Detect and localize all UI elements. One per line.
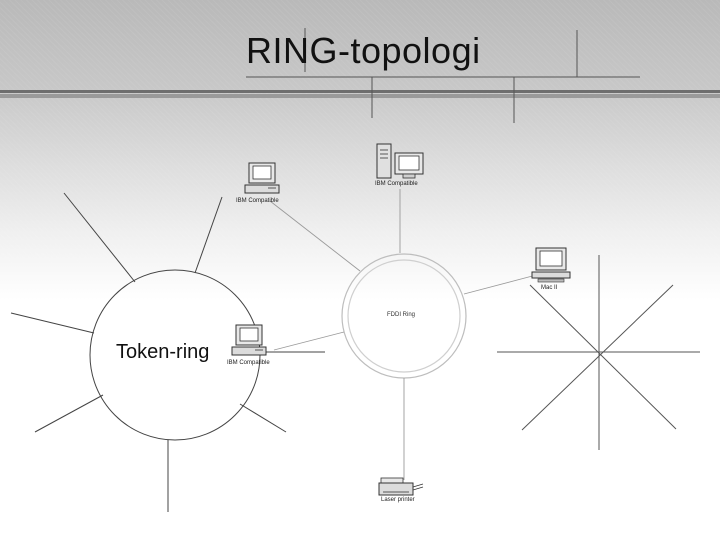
title-divider-dark: [0, 90, 720, 93]
title-divider-light: [0, 94, 720, 98]
slide-title: RING-topologi: [246, 30, 481, 71]
token-spoke: [194, 196, 223, 274]
device-label-pc-token: IBM Compatible: [227, 360, 270, 366]
token-ring-network: [10, 192, 325, 512]
device-label-mac: Mac II: [541, 285, 558, 291]
computer-icon: [231, 324, 267, 356]
printer-icon: [378, 477, 424, 496]
fddi-link-pc-left: [269, 200, 361, 272]
fddi-link-pc-token: [273, 331, 345, 351]
star-spoke: [521, 284, 674, 431]
token-spoke: [63, 192, 136, 283]
token-spoke: [34, 394, 104, 433]
fddi-inner-ring: [347, 259, 461, 373]
token-ring-label: Token-ring: [116, 341, 210, 363]
computer-icon: [531, 247, 571, 283]
fddi-ring-label: FDDI Ring: [387, 312, 416, 318]
token-spoke: [239, 403, 287, 433]
title-decor-lines: [246, 28, 640, 123]
fddi-link-mac: [463, 273, 541, 295]
star-spoke: [529, 284, 677, 430]
fddi-ring-network: [269, 189, 541, 480]
star-network: [497, 255, 700, 450]
computer-icon: [244, 162, 280, 194]
device-label-pc-top-left: IBM Compatible: [236, 198, 279, 204]
device-label-pc-top-center: IBM Compatible: [375, 181, 418, 187]
token-spoke: [10, 312, 95, 334]
computer-icon: [376, 143, 424, 179]
device-label-printer: Laser printer: [381, 497, 415, 503]
